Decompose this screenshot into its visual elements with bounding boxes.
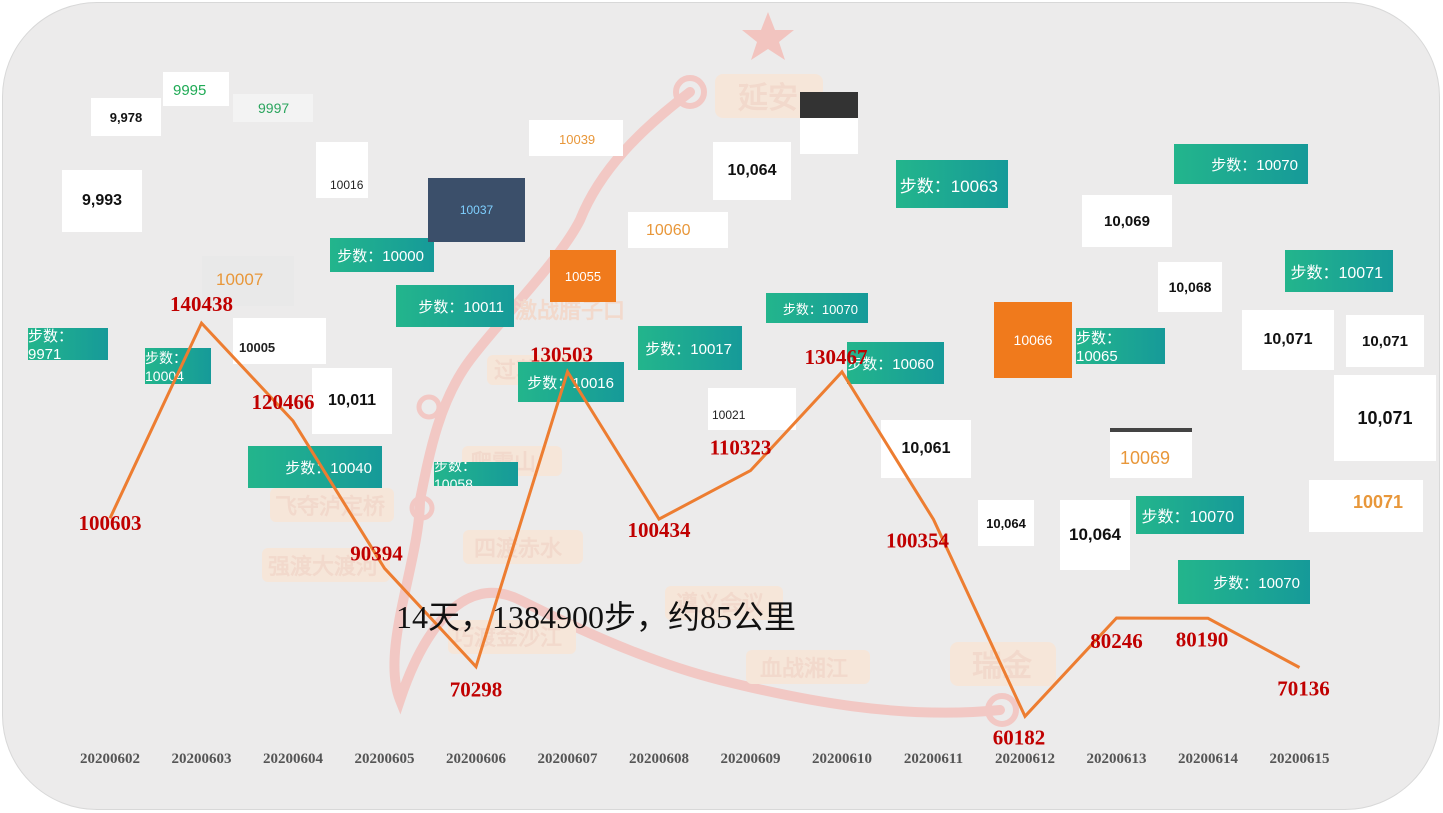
step-screenshot: 10069 xyxy=(1110,428,1192,478)
route-node xyxy=(416,394,442,420)
route-box xyxy=(463,530,583,564)
data-label: 130467 xyxy=(805,345,868,369)
route-label: 强渡大渡河 xyxy=(268,554,378,580)
route-path xyxy=(389,87,1005,718)
step-screenshot: 步数：10017 xyxy=(638,326,742,370)
data-label: 110323 xyxy=(710,436,772,460)
x-tick-label: 20200612 xyxy=(995,751,1055,767)
step-screenshot: 10071 xyxy=(1309,480,1423,532)
step-screenshot: 10053 xyxy=(800,92,858,154)
route-label: 遵义会议 xyxy=(676,591,765,617)
step-screenshot: 步数：10070 xyxy=(766,293,868,323)
step-screenshot: 9,978 xyxy=(91,98,161,136)
step-screenshot: 10066 xyxy=(994,302,1072,378)
step-screenshot: 10060 xyxy=(628,212,728,248)
summary-caption: 14天，1384900步，约85公里 xyxy=(396,599,797,635)
step-screenshot: 10,071 xyxy=(1346,315,1424,367)
data-label: 100434 xyxy=(628,518,692,542)
route-node xyxy=(673,75,707,109)
route-box xyxy=(715,74,823,118)
x-tick-label: 20200607 xyxy=(538,751,599,767)
step-screenshot: 10,011 xyxy=(312,368,392,434)
step-screenshot: 10,068 xyxy=(1158,262,1222,312)
step-screenshot: 10005 xyxy=(233,318,326,364)
step-screenshot: 步数：10070 xyxy=(1178,560,1310,604)
route-label: 四渡赤水 xyxy=(474,536,563,562)
route-label: 血战湘江 xyxy=(760,656,848,682)
step-screenshot: 9995 xyxy=(163,72,229,106)
route-box xyxy=(950,642,1056,686)
x-tick-label: 20200615 xyxy=(1270,751,1330,767)
step-screenshot: 步数：10040 xyxy=(248,446,382,488)
series-line xyxy=(108,320,1301,719)
step-screenshot: 10,071 xyxy=(1242,310,1334,370)
data-label: 60182 xyxy=(993,725,1046,749)
route-label: 巧渡金沙江 xyxy=(452,625,562,651)
data-label: 100603 xyxy=(79,511,142,535)
x-tick-label: 20200605 xyxy=(355,751,415,767)
data-label: 100354 xyxy=(886,528,950,552)
step-screenshot: 步数：10070 xyxy=(1136,496,1244,534)
step-screenshot: 10,064 xyxy=(978,500,1034,546)
step-screenshot: 步数：10065 xyxy=(1076,328,1165,364)
data-label: 70136 xyxy=(1277,677,1330,701)
route-label: 延安 xyxy=(737,81,798,116)
step-screenshot: 步数：9971 xyxy=(28,328,108,360)
step-screenshot: 步数：10016 xyxy=(518,362,624,402)
step-screenshot: 9997 xyxy=(233,94,313,122)
step-screenshot: 10039 xyxy=(529,120,623,156)
step-screenshot: 步数：10071 xyxy=(1285,250,1393,292)
data-label: 80246 xyxy=(1090,629,1143,653)
x-tick-label: 20200614 xyxy=(1178,751,1239,767)
route-label: 飞夺泸定桥 xyxy=(275,494,385,520)
step-screenshot: 步数：10011 xyxy=(396,285,514,327)
route-box xyxy=(270,488,394,522)
data-label: 70298 xyxy=(450,678,503,702)
wristband-photo: 10037 xyxy=(428,178,525,242)
step-screenshot: 9,993 xyxy=(62,170,142,232)
x-tick-label: 20200603 xyxy=(172,751,232,767)
step-screenshot: 10,064 xyxy=(713,142,791,200)
x-tick-label: 20200610 xyxy=(812,751,872,767)
star-icon xyxy=(742,12,794,60)
step-screenshot: 10,061 xyxy=(881,420,971,478)
step-screenshot: 10,064 xyxy=(1060,500,1130,570)
step-screenshot: 步数：10004 xyxy=(145,348,211,384)
step-screenshot: 步数：10063 xyxy=(896,160,1008,208)
x-tick-label: 20200609 xyxy=(721,751,781,767)
route-box xyxy=(665,586,783,620)
step-screenshot: 步数：10060 xyxy=(847,342,944,384)
route-box xyxy=(262,548,390,582)
step-screenshot: 10021 xyxy=(708,388,796,430)
step-screenshot: 10007 xyxy=(202,256,294,306)
x-tick-label: 20200606 xyxy=(446,751,507,767)
data-label: 120466 xyxy=(252,390,315,414)
route-label: 激战腊子口 xyxy=(515,298,625,324)
step-screenshot: 10,071 xyxy=(1334,375,1436,461)
data-label: 90394 xyxy=(350,541,403,565)
x-tick-label: 20200604 xyxy=(263,751,324,767)
data-labels: 100603 140438 120466 90394 70298 130503 100434… xyxy=(79,292,1330,749)
x-tick-label: 20200611 xyxy=(904,751,963,767)
route-box xyxy=(746,650,870,684)
step-screenshot: 10016 xyxy=(316,142,368,198)
step-screenshot: 步数：10058 xyxy=(434,462,518,486)
step-screenshot: 10,069 xyxy=(1082,195,1172,247)
x-tick-label: 20200602 xyxy=(80,751,140,767)
route-node xyxy=(985,693,1019,727)
data-label: 80190 xyxy=(1176,627,1229,651)
data-label: 140438 xyxy=(170,292,233,316)
route-node xyxy=(409,495,435,521)
step-screenshot: 步数：10070 xyxy=(1174,144,1308,184)
data-label: 130503 xyxy=(530,343,593,367)
x-tick-label: 20200613 xyxy=(1087,751,1147,767)
step-screenshot: 步数：10000 xyxy=(330,238,434,272)
x-tick-label: 20200608 xyxy=(629,751,689,767)
x-axis: 20200602 20200603 20200604 20200605 20200606… xyxy=(80,751,1330,767)
route-box xyxy=(448,620,576,654)
step-screenshot: 10055 xyxy=(550,250,616,302)
